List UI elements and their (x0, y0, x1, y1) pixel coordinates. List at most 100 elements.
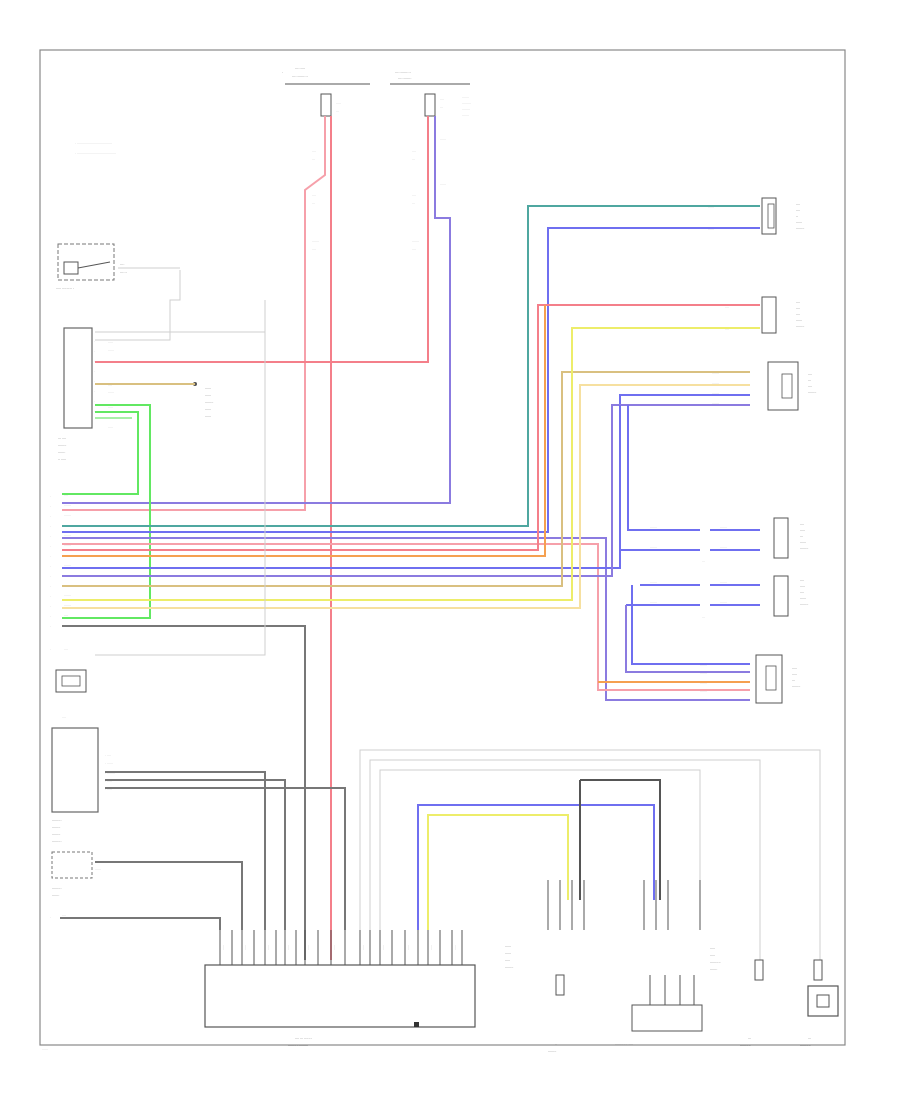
svg-text:·······: ······· (64, 503, 71, 507)
svg-text:····: ···· (808, 373, 812, 377)
svg-text:· ········: · ········ (105, 771, 115, 775)
svg-text:·: · (94, 359, 95, 363)
svg-text:·······: ······· (720, 545, 727, 549)
svg-text:······: ······ (205, 387, 211, 391)
svg-text:·: · (50, 514, 51, 518)
svg-text:·: · (50, 614, 51, 618)
svg-text:·····: ····· (381, 945, 385, 950)
svg-text:········: ········ (462, 107, 470, 111)
svg-text:·: · (94, 379, 95, 383)
svg-text:·······: ······· (712, 371, 719, 375)
speakers: ······ ······ ···· ···· ·· ······ ······… (650, 197, 817, 704)
svg-text:···: ··· (312, 157, 315, 161)
svg-text:·: · (282, 71, 283, 75)
svg-text:······: ······ (95, 867, 101, 871)
svg-text:·······: ······· (650, 545, 657, 549)
svg-text:····: ···· (62, 913, 66, 917)
svg-text:·····: ····· (221, 945, 225, 950)
svg-text:···: ··· (336, 109, 339, 113)
svg-text:····: ···· (725, 305, 729, 309)
svg-text:····: ···· (120, 263, 125, 267)
svg-text:········: ········ (52, 826, 61, 830)
bottom-right-components: ······ ······ ····· ········ ·· ········… (505, 880, 839, 1054)
svg-text:····: ···· (62, 715, 66, 719)
svg-text:·: · (50, 504, 51, 508)
svg-text:········: ········ (52, 833, 61, 837)
svg-text:····: ···· (64, 613, 68, 617)
svg-text:·······: ······· (64, 563, 71, 567)
svg-text:·······: ······· (64, 513, 71, 517)
svg-text:·····: ····· (306, 945, 310, 950)
svg-text:···: ··· (702, 559, 705, 563)
svg-text:······: ······ (205, 415, 211, 419)
svg-text:·········: ········· (295, 67, 305, 71)
svg-text:·····: ····· (792, 673, 797, 677)
svg-text:·····: ····· (453, 945, 457, 950)
svg-text:···: ··· (808, 379, 811, 383)
svg-text:·: · (50, 534, 51, 538)
svg-text:··········· ·····: ··········· ····· (615, 1043, 633, 1047)
lower-left-components: · ···· ···· ········· ········ ········ … (50, 647, 115, 919)
svg-text:· ····························: · ······································… (75, 151, 116, 155)
svg-text:·····: ····· (266, 945, 270, 950)
svg-text:···: ··· (748, 1037, 751, 1041)
svg-text:····: ···· (796, 209, 800, 213)
svg-text:···: ··· (808, 1037, 811, 1041)
svg-text:······: ······ (205, 408, 211, 412)
svg-text:·······: ······· (700, 671, 707, 675)
svg-text:······: ······ (505, 945, 511, 949)
svg-text:····: ···· (412, 149, 416, 153)
power-sources: ········· ·············· ·············· … (282, 67, 471, 117)
svg-text:······: ······ (120, 271, 127, 275)
svg-text:·······: ······· (462, 113, 469, 117)
svg-text:········: ········ (796, 325, 805, 329)
svg-text:·: · (50, 604, 51, 608)
svg-text:···: ··· (312, 201, 315, 205)
svg-text:·······: ······· (64, 603, 71, 607)
svg-text:····: ···· (412, 193, 416, 197)
svg-text:·······: ······· (700, 697, 707, 701)
svg-text:·····: ····· (332, 945, 336, 950)
svg-text:·: · (94, 339, 95, 343)
svg-text:· ·····: · ····· (105, 779, 112, 783)
svg-text:···· ··· ·······: ···· ··· ······· (295, 1037, 312, 1041)
svg-text:······: ······ (440, 182, 446, 186)
svg-text:·······: ······· (700, 663, 707, 667)
svg-text:·········: ········· (52, 887, 62, 891)
svg-text:·····: ····· (429, 945, 433, 950)
svg-text:·······: ······· (712, 401, 719, 405)
svg-text:········: ········ (800, 603, 809, 607)
svg-text:········: ········ (548, 1050, 557, 1054)
svg-text:·········: ········· (52, 819, 62, 823)
svg-text:·····: ····· (800, 585, 805, 589)
svg-text:···: ··· (800, 535, 803, 539)
svg-text:···: ··· (440, 105, 443, 109)
svg-text:·······: ······· (412, 239, 419, 243)
svg-text:····: ···· (725, 327, 729, 331)
svg-text:·····: ····· (710, 954, 715, 958)
svg-text:······: ······ (796, 319, 802, 323)
footer-code: ······ (42, 1047, 48, 1051)
svg-text:········: ········ (800, 547, 809, 551)
svg-text:··············: ·············· (292, 75, 308, 79)
svg-text:··: ·· (796, 215, 798, 219)
diagram-frame (39, 49, 846, 1046)
wires (60, 116, 821, 960)
svg-text:·····: ····· (792, 667, 797, 671)
svg-text:······: ······ (108, 348, 114, 352)
svg-text:······: ······ (505, 952, 511, 956)
svg-text:···: ··· (702, 615, 705, 619)
svg-text:· ······: · ······ (105, 761, 113, 765)
svg-text:····: ···· (440, 97, 444, 101)
svg-text:·······: ······· (700, 681, 707, 685)
svg-text:·······: ······· (720, 525, 727, 529)
svg-text:·: · (50, 544, 51, 548)
svg-text:·······: ······· (64, 533, 71, 537)
svg-text:···················: ··················· (288, 1044, 308, 1048)
svg-text:······: ······ (800, 541, 806, 545)
svg-text:······: ······ (708, 205, 714, 209)
svg-text:········: ········ (205, 401, 214, 405)
svg-text:·······: ······· (650, 580, 657, 584)
svg-text:···: ··· (792, 679, 795, 683)
svg-text:·····: ····· (361, 945, 365, 950)
